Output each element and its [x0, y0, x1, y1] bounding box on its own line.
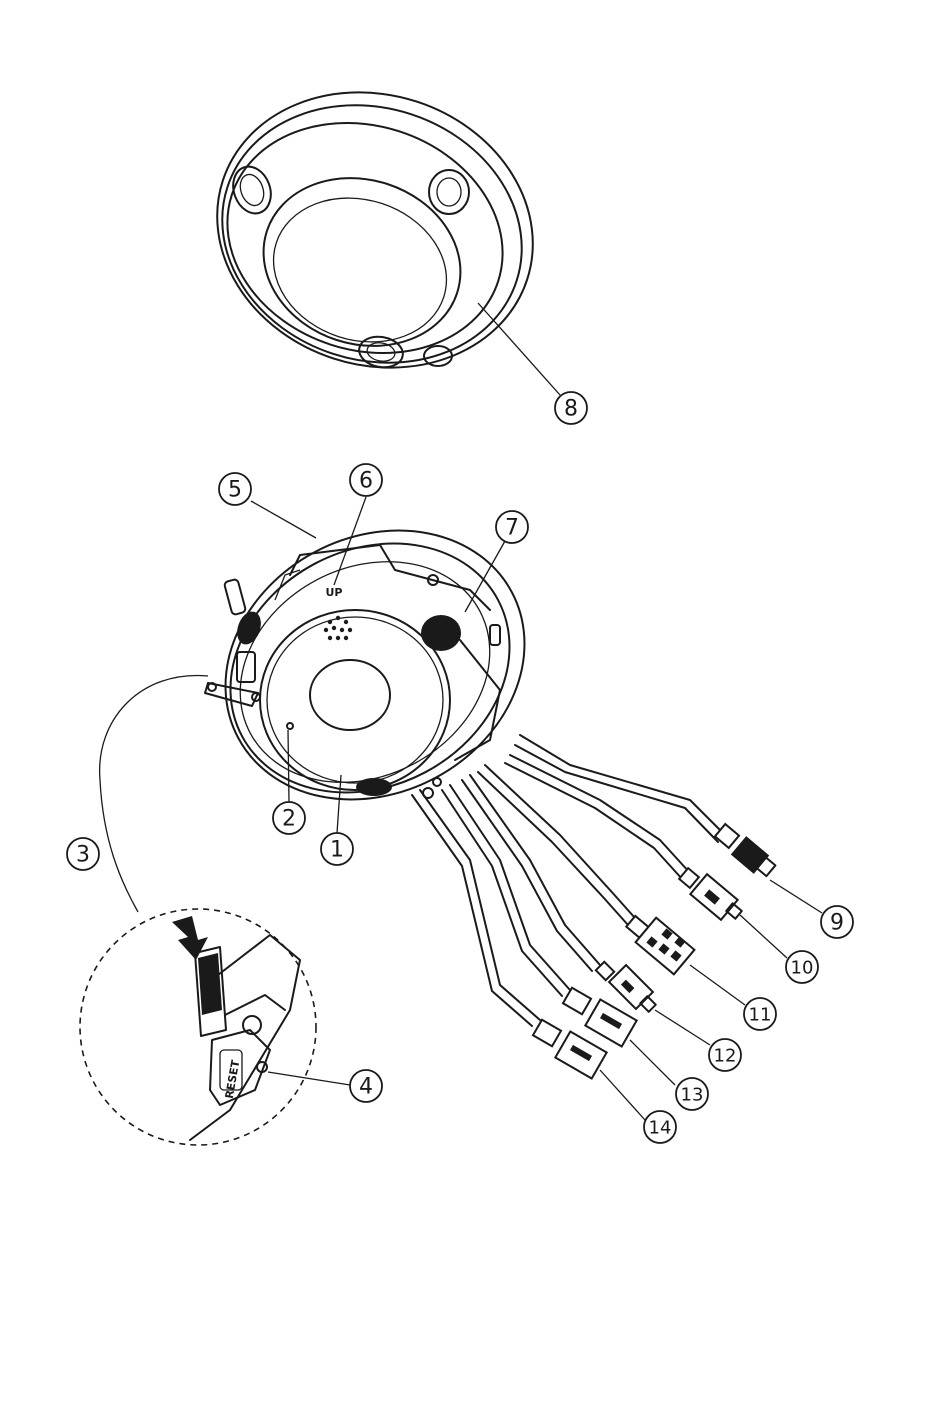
- usb-connector: [679, 868, 742, 920]
- callout-8: 8: [555, 392, 587, 424]
- dome-cover: [181, 52, 569, 408]
- callout-3: 3: [67, 838, 99, 870]
- callout-3-leader: [100, 676, 208, 912]
- callout-7: 7: [496, 511, 528, 543]
- svg-text:10: 10: [791, 958, 814, 979]
- callout-1: 1: [321, 833, 353, 865]
- terminal-block-connector: [626, 916, 694, 974]
- sd-card-detail-inset: RESET: [80, 909, 316, 1145]
- up-marking: UP: [326, 586, 343, 599]
- speaker-holes: [324, 616, 352, 640]
- callout-9: 9: [821, 906, 853, 938]
- callout-2: 2: [273, 802, 305, 834]
- svg-text:6: 6: [359, 469, 373, 494]
- callout-12: 12: [709, 1039, 741, 1071]
- svg-text:2: 2: [282, 807, 296, 832]
- svg-text:9: 9: [830, 911, 844, 936]
- callout-4: 4: [350, 1070, 382, 1102]
- svg-text:3: 3: [76, 843, 90, 868]
- svg-text:14: 14: [649, 1118, 672, 1139]
- svg-text:1: 1: [330, 838, 344, 863]
- cable-bundle: [412, 735, 725, 1026]
- svg-text:4: 4: [359, 1075, 373, 1100]
- svg-text:11: 11: [749, 1005, 772, 1026]
- svg-text:5: 5: [228, 478, 242, 503]
- callout-13: 13: [676, 1078, 708, 1110]
- svg-text:13: 13: [681, 1085, 704, 1106]
- svg-text:12: 12: [714, 1046, 737, 1067]
- callout-5: 5: [219, 473, 251, 505]
- callout-14: 14: [644, 1111, 676, 1143]
- svg-text:7: 7: [505, 516, 519, 541]
- callout-6: 6: [350, 464, 382, 496]
- svg-text:8: 8: [564, 397, 578, 422]
- callout-10: 10: [786, 951, 818, 983]
- callout-11: 11: [744, 998, 776, 1030]
- rj45-connector: [715, 824, 775, 876]
- connectors: [533, 824, 775, 1078]
